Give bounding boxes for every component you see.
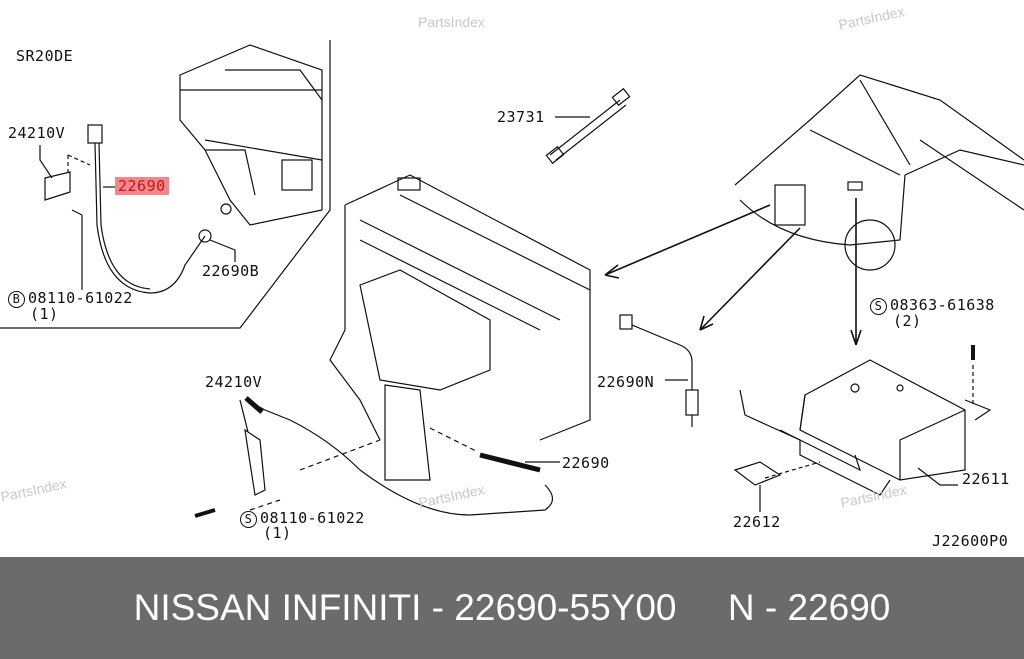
bolt-part-number: 08110-61022	[28, 289, 133, 307]
inset-engine	[179, 44, 323, 226]
watermark: PartsIndex	[418, 14, 485, 30]
bolt-part-number: 08110-61022	[260, 509, 365, 527]
arrows	[604, 198, 862, 346]
screw-symbol-s: S	[870, 298, 887, 315]
bolt-symbol-b: B	[8, 291, 25, 308]
bolt-quantity: (1)	[30, 305, 59, 323]
exploded-parts-drawing	[0, 40, 1024, 518]
vehicle-front	[734, 74, 1024, 271]
sensor-22690n	[619, 314, 699, 427]
part-label-22612[interactable]: 22612	[733, 513, 781, 531]
footer-banner: NISSAN INFINITI - 22690-55Y00 N - 22690	[0, 557, 1024, 659]
main-sensor-22690	[194, 396, 560, 518]
bolt-symbol-s: S	[240, 511, 257, 528]
part-label-22611[interactable]: 22611	[962, 470, 1010, 488]
screw-quantity: (2)	[893, 312, 922, 330]
relay-23731	[545, 87, 631, 165]
footer-title: NISSAN INFINITI - 22690-55Y00 N - 22690	[133, 587, 891, 628]
part-label-24210v-main[interactable]: 24210V	[205, 373, 263, 391]
diagram-code: J22600P0	[932, 532, 1009, 550]
control-unit-22611	[739, 345, 992, 496]
inset-sensor-22690	[39, 124, 236, 294]
bracket-plate-22612	[733, 461, 821, 512]
screw-part-number: 08363-61638	[890, 296, 995, 314]
inset-frame	[0, 40, 331, 329]
part-label-23731[interactable]: 23731	[497, 108, 545, 126]
part-label-22690b[interactable]: 22690B	[202, 262, 260, 280]
part-label-24210v[interactable]: 24210V	[8, 124, 66, 142]
engine-code-label: SR20DE	[16, 47, 74, 65]
part-label-22690n[interactable]: 22690N	[597, 373, 655, 391]
bolt-quantity: (1)	[263, 524, 292, 542]
part-label-22690-highlighted[interactable]: 22690	[115, 177, 169, 195]
part-label-22690-main[interactable]: 22690	[562, 454, 610, 472]
main-engine	[329, 174, 591, 481]
